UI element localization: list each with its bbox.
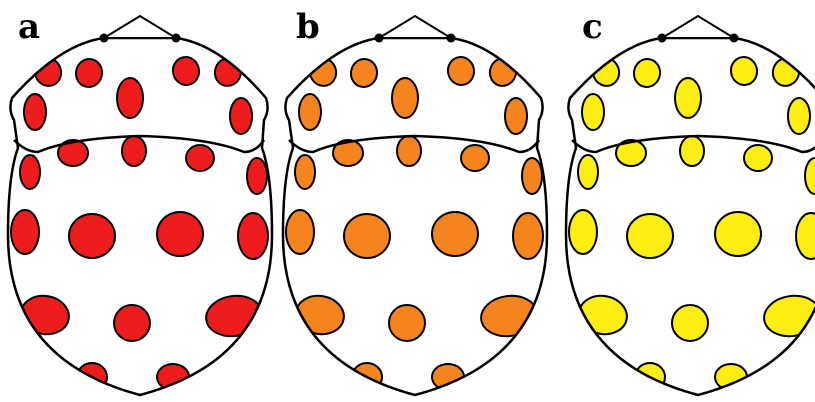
spot	[432, 364, 464, 390]
spot	[397, 136, 421, 166]
spot	[122, 136, 146, 166]
spot	[295, 155, 315, 189]
spot	[627, 214, 673, 258]
spot	[238, 213, 268, 259]
insect-panel-a	[8, 16, 272, 395]
spot	[344, 214, 390, 258]
spot	[672, 305, 708, 341]
spot	[20, 155, 40, 189]
spot	[680, 136, 704, 166]
spot	[114, 305, 150, 341]
spot	[513, 213, 543, 259]
spot	[24, 94, 46, 130]
spot	[788, 98, 810, 134]
spot	[715, 364, 747, 390]
panel-label-c: c	[582, 10, 603, 44]
spot	[569, 210, 597, 254]
right-eye	[730, 34, 739, 43]
left-eye	[658, 34, 667, 43]
spot	[461, 145, 489, 171]
spot	[230, 98, 252, 134]
spot	[299, 94, 321, 130]
spot	[117, 78, 143, 118]
head	[104, 16, 176, 38]
spot	[389, 305, 425, 341]
panel-label-a: a	[18, 10, 40, 44]
spot	[186, 145, 214, 171]
head	[662, 16, 734, 38]
left-eye	[100, 34, 109, 43]
panel-label-b: b	[296, 10, 320, 44]
spot	[286, 210, 314, 254]
spot	[715, 212, 761, 256]
spot	[522, 158, 542, 194]
spot	[69, 214, 115, 258]
spot	[11, 210, 39, 254]
spot	[247, 158, 267, 194]
spot	[157, 212, 203, 256]
spot	[157, 364, 189, 390]
spot	[582, 94, 604, 130]
spot	[744, 145, 772, 171]
insect-panel-c	[566, 16, 815, 395]
spot	[392, 78, 418, 118]
left-eye	[375, 34, 384, 43]
right-eye	[172, 34, 181, 43]
spot	[505, 98, 527, 134]
right-eye	[447, 34, 456, 43]
insect-panel-b	[283, 16, 547, 395]
spot	[675, 78, 701, 118]
head	[379, 16, 451, 38]
spot	[432, 212, 478, 256]
spot	[578, 155, 598, 189]
